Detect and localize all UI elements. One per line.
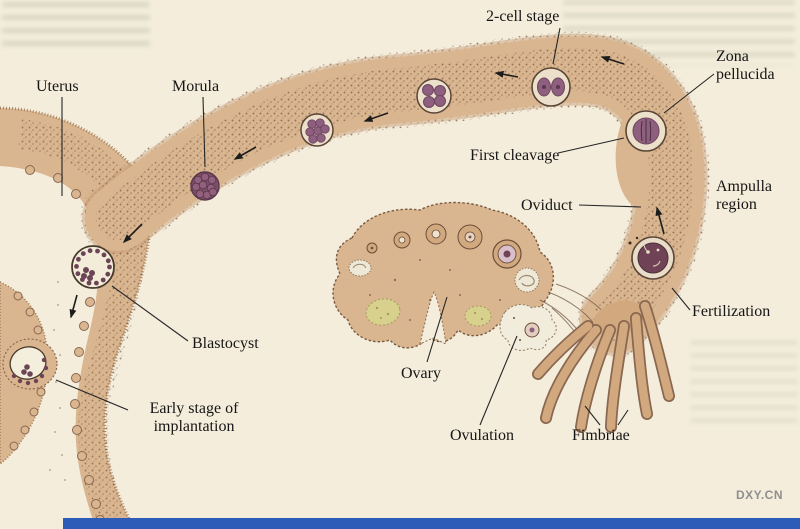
label-fimbriae: Fimbriae bbox=[572, 427, 630, 444]
label-ovulation: Ovulation bbox=[450, 427, 514, 444]
ovary bbox=[332, 201, 555, 349]
stage-two-cell bbox=[531, 67, 571, 107]
stage-four-cell bbox=[416, 78, 452, 114]
watermark-dxy: DXY.CN bbox=[736, 488, 784, 502]
label-zona-pellucida: Zona pellucida bbox=[716, 48, 775, 84]
direction-arrows bbox=[69, 55, 665, 319]
label-early-implantation: Early stage of implantation bbox=[149, 400, 239, 436]
stage-eight-cell bbox=[300, 113, 334, 147]
label-oviduct: Oviduct bbox=[521, 197, 573, 214]
label-first-cleavage: First cleavage bbox=[470, 147, 560, 164]
page-accent-bar bbox=[63, 518, 800, 529]
ovulation-site bbox=[499, 304, 557, 351]
bleed-text-top-left bbox=[2, 2, 150, 52]
label-uterus: Uterus bbox=[36, 78, 79, 95]
stage-morula bbox=[190, 171, 220, 201]
label-fertilization: Fertilization bbox=[692, 303, 771, 320]
fimbriae bbox=[532, 300, 675, 433]
label-morula: Morula bbox=[172, 78, 220, 95]
label-ovary: Ovary bbox=[401, 365, 441, 382]
stage-first-cleavage bbox=[625, 110, 667, 152]
leader-lines bbox=[55, 27, 715, 426]
label-two-cell-stage: 2-cell stage bbox=[486, 8, 560, 25]
bleed-text-right bbox=[690, 340, 798, 428]
ovarian-follicles bbox=[348, 223, 540, 327]
stage-blastocyst bbox=[71, 245, 115, 289]
stage-implantation bbox=[2, 338, 58, 390]
label-blastocyst: Blastocyst bbox=[192, 335, 259, 352]
label-ampulla-region: Ampulla region bbox=[716, 178, 772, 214]
stage-fertilization bbox=[628, 236, 675, 280]
